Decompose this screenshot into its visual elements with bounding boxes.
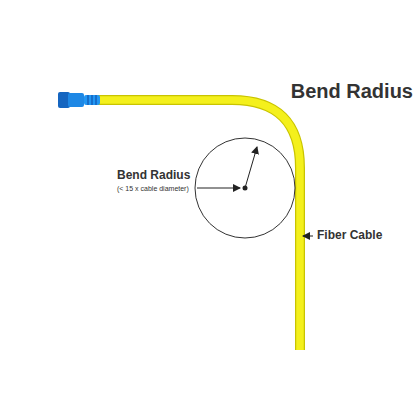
diagram-title: Bend Radius	[290, 80, 414, 103]
leader-arrow	[197, 188, 240, 189]
leader-arrow	[303, 236, 313, 237]
callout-note: (< 15 x cable diameter)	[116, 185, 190, 193]
callout-label: Bend Radius	[116, 169, 191, 183]
cable-outline	[98, 100, 300, 350]
radius-circle	[195, 138, 295, 238]
radius-arrow	[245, 147, 257, 188]
callout-label: Fiber Cable	[316, 229, 383, 243]
fiber-cable	[98, 100, 300, 350]
sc-connector	[58, 92, 100, 108]
